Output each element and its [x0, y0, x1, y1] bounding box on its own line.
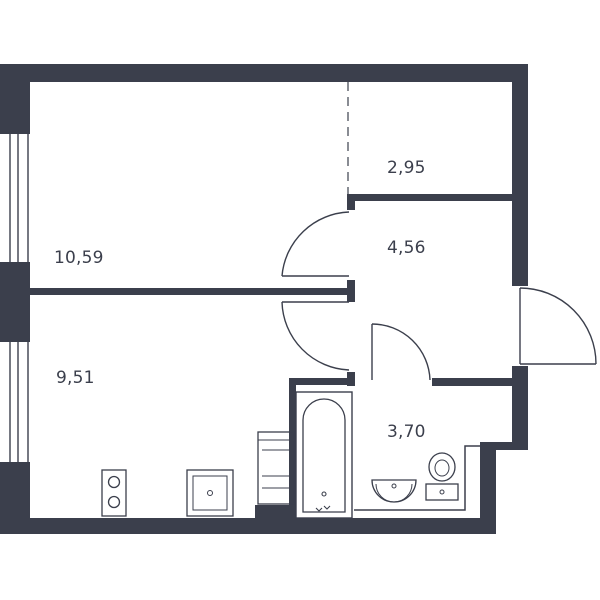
room-area-label: 9,51	[56, 368, 95, 388]
stove	[101, 469, 127, 517]
bathtub	[295, 391, 353, 519]
doors	[281, 211, 597, 381]
toilet	[425, 452, 459, 501]
exterior-walls	[0, 64, 528, 534]
room-area-label: 3,70	[387, 422, 426, 442]
bathroom-sink	[371, 479, 417, 503]
bathroom-partition	[354, 445, 480, 511]
kitchen-sink	[186, 469, 234, 517]
room-area-label: 2,95	[387, 158, 426, 178]
windows	[0, 134, 30, 462]
washing-machine	[257, 431, 295, 505]
room-area-label: 4,56	[387, 238, 426, 258]
room-area-label: 10,59	[54, 248, 104, 268]
interior-walls	[30, 82, 528, 519]
